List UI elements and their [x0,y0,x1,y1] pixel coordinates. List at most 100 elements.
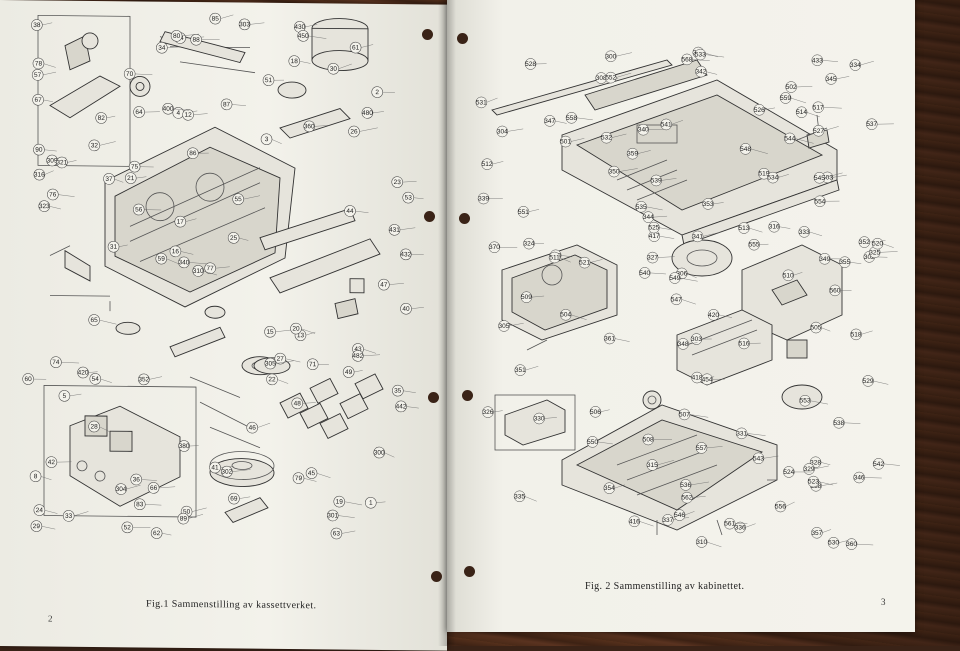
svg-text:310: 310 [193,268,204,275]
svg-text:538: 538 [833,420,844,427]
svg-text:432: 432 [400,251,411,258]
svg-text:420: 420 [78,369,89,376]
svg-text:350: 350 [609,169,620,176]
svg-text:35: 35 [394,388,402,395]
part-number-callout: 45 [306,468,330,479]
svg-text:504: 504 [560,312,571,319]
svg-text:480: 480 [362,110,373,117]
svg-text:19: 19 [336,499,344,506]
part-number-callout: 52 [122,522,151,533]
svg-text:28: 28 [91,424,99,431]
part-number-callout: 345 [826,73,850,84]
part-number-callout: 300 [605,51,632,62]
part-number-callout: 506 [590,406,610,417]
svg-text:22: 22 [268,376,276,383]
svg-text:420: 420 [708,312,719,319]
svg-text:2: 2 [375,89,379,96]
svg-text:529: 529 [863,378,874,385]
part-number-callout: 432 [400,249,423,260]
part-number-callout: 355 [839,257,861,268]
svg-text:51: 51 [265,77,273,84]
svg-text:345: 345 [826,76,837,83]
part-number-callout: 35 [392,385,416,396]
svg-text:79: 79 [295,475,303,482]
svg-text:551: 551 [518,209,529,216]
svg-text:544: 544 [784,135,795,142]
svg-text:59: 59 [158,256,166,263]
svg-text:1: 1 [369,500,373,507]
svg-text:550: 550 [587,439,598,446]
svg-text:530: 530 [828,540,839,547]
svg-text:42: 42 [48,459,56,466]
svg-text:524: 524 [783,469,794,476]
svg-text:521: 521 [579,260,590,267]
svg-text:300: 300 [374,450,385,457]
svg-text:355: 355 [839,259,850,266]
svg-text:335: 335 [514,493,525,500]
part-number-callout: 2 [372,87,395,98]
svg-text:542: 542 [873,461,884,468]
svg-text:21: 21 [127,175,135,182]
svg-text:520: 520 [872,241,883,248]
svg-text:380: 380 [179,443,190,450]
part-number-callout: 83 [134,499,161,510]
part-number-callout: 44 [345,205,369,216]
svg-text:533: 533 [695,52,706,59]
part-number-callout: 339 [478,193,503,204]
part-number-callout: 512 [482,159,504,170]
svg-text:359: 359 [627,151,638,158]
part-number-callout: 518 [851,329,873,340]
svg-text:321: 321 [56,159,67,166]
part-number-callout: 528 [525,58,547,69]
svg-text:545: 545 [814,175,825,182]
svg-text:16: 16 [172,248,180,255]
svg-text:508: 508 [643,436,654,443]
svg-text:336: 336 [735,524,746,531]
svg-text:482: 482 [352,353,363,360]
part-number-callout: 316 [769,221,791,232]
svg-text:48: 48 [294,400,302,407]
svg-text:87: 87 [223,101,231,108]
part-number-callout: 559 [780,92,806,103]
svg-text:502: 502 [786,84,797,91]
svg-text:18: 18 [291,58,299,65]
part-number-callout: 370 [489,242,517,253]
svg-text:514: 514 [796,109,807,116]
figure-1-caption: Fig.1 Sammenstilling av kassettverket. [146,599,316,612]
svg-text:85: 85 [212,16,220,23]
cassette-mechanism-exploded-diagram: 1234581213141516171819202122232425262728… [10,5,440,570]
part-number-callout: 62 [151,528,171,539]
svg-text:86: 86 [189,150,197,157]
part-number-callout: 433 [812,55,838,66]
part-number-callout: 300 [374,447,395,458]
page-number-left: 2 [48,614,53,624]
svg-text:517: 517 [813,104,824,111]
part-number-callout: 38 [31,19,52,30]
svg-text:54: 54 [92,376,100,383]
svg-text:536: 536 [680,482,691,489]
svg-text:316: 316 [34,172,45,179]
svg-text:330: 330 [534,416,545,423]
svg-text:334: 334 [850,62,861,69]
svg-text:303: 303 [691,336,702,343]
svg-text:506: 506 [590,409,601,416]
part-number-callout: 558 [566,112,593,123]
svg-text:331: 331 [736,430,747,437]
svg-text:33: 33 [65,513,73,520]
svg-text:315: 315 [647,462,658,469]
svg-text:32: 32 [91,142,99,149]
svg-text:36: 36 [133,476,141,483]
part-number-callout: 15 [265,326,294,337]
svg-text:302: 302 [221,469,232,476]
svg-text:333: 333 [799,229,810,236]
part-number-callout: 57 [32,69,56,80]
svg-text:512: 512 [482,161,493,168]
part-number-callout: 303 [239,19,264,30]
svg-text:507: 507 [679,411,690,418]
svg-text:57: 57 [34,72,42,79]
svg-text:543: 543 [753,455,764,462]
svg-text:557: 557 [696,445,707,452]
svg-text:89: 89 [180,516,188,523]
svg-text:352: 352 [859,239,870,246]
svg-text:442: 442 [396,403,407,410]
